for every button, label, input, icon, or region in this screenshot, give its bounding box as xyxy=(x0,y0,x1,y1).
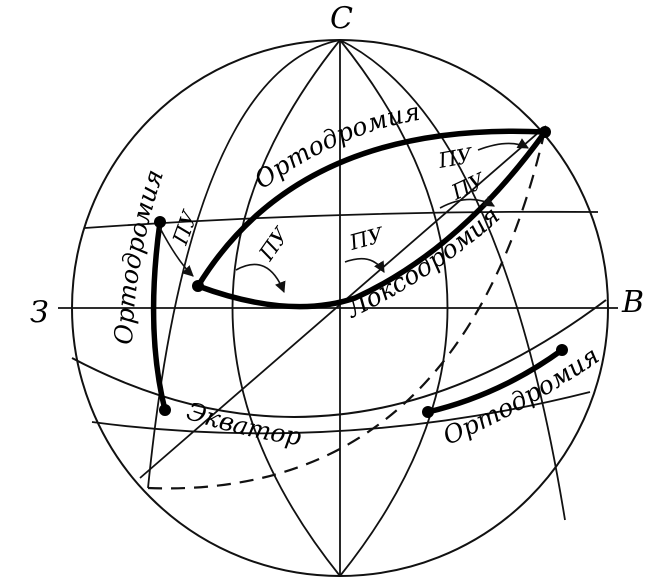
loxodrome-line xyxy=(195,129,548,310)
hidden-orthodrome-dashed xyxy=(147,129,547,490)
label-west: З xyxy=(30,295,49,330)
route-points xyxy=(154,126,568,418)
label-course-2: ПУ xyxy=(254,222,294,266)
label-course-3: ПУ xyxy=(346,223,387,256)
label-east: В xyxy=(621,285,644,320)
label-course-1: ПУ xyxy=(168,206,203,248)
label-orthodrome-left: Ортодромия xyxy=(109,166,169,346)
label-course-4: ПУ xyxy=(447,168,490,205)
label-orthodrome-equator: Ортодромия xyxy=(439,341,605,451)
label-north: С xyxy=(330,1,353,36)
orthodrome-equator-segment xyxy=(425,347,565,415)
label-equator: Экватор xyxy=(183,396,303,451)
orthodrome-left xyxy=(150,219,168,413)
orthodrome-upper xyxy=(195,128,548,289)
equator-line xyxy=(71,299,607,418)
course-arrows xyxy=(159,138,529,294)
label-course-5: ПУ xyxy=(436,143,476,173)
